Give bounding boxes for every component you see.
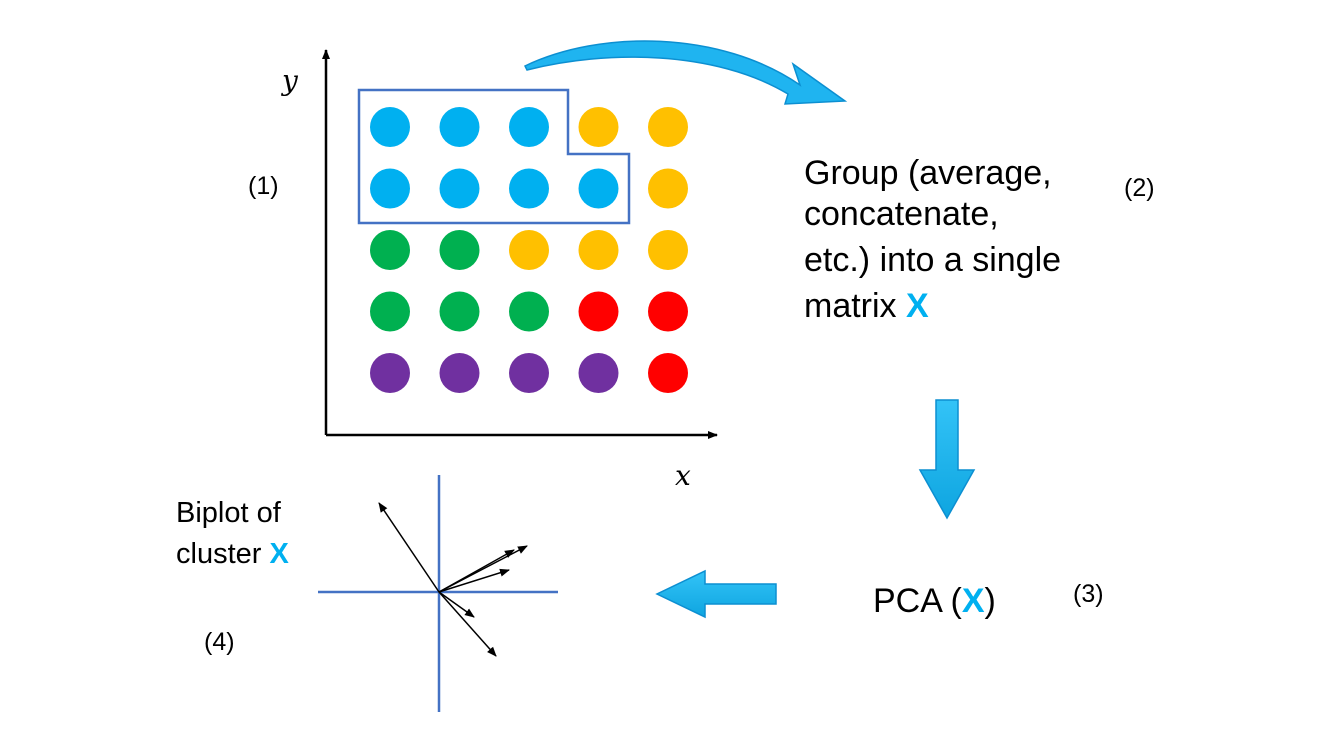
left-arrow (655, 569, 777, 619)
biplot-caption: Biplot of cluster X (176, 497, 289, 570)
dot-purple (578, 353, 619, 393)
group-text-line2: concatenate, (804, 195, 999, 233)
dot-green (439, 230, 480, 270)
dot-orange (578, 230, 619, 270)
biplot (318, 475, 558, 712)
step-label-3: (3) (1073, 580, 1104, 608)
group-text-line1: Group (average, (804, 154, 1052, 192)
pca-text-suffix: ) (985, 582, 996, 620)
dot-green (509, 291, 549, 332)
group-text-matrix-symbol: X (906, 287, 929, 325)
dot-orange (509, 230, 549, 270)
biplot-loading-vector (438, 591, 475, 618)
dot-orange (648, 230, 688, 270)
curved-arrow-to-group (523, 40, 848, 105)
dot-green (439, 291, 480, 332)
pca-text-prefix: PCA ( (873, 582, 962, 620)
dot-purple (439, 353, 480, 393)
dot-blue (578, 168, 619, 209)
biplot-loading-vector (378, 502, 440, 593)
down-arrow (918, 399, 976, 520)
dot-green (370, 291, 410, 332)
dot-purple (370, 353, 410, 393)
biplot-caption-cluster-word: cluster (176, 538, 269, 570)
dot-blue (439, 107, 480, 147)
dot-red (648, 291, 688, 332)
pca-text: PCA (X) (873, 582, 996, 620)
biplot-loading-vector (438, 591, 497, 657)
biplot-loading-vector (438, 568, 510, 593)
step-label-2: (2) (1124, 174, 1155, 202)
group-text-line3: etc.) into a single (804, 241, 1061, 279)
scatter-axes: y x (280, 49, 718, 492)
group-text-matrix-word: matrix (804, 287, 906, 325)
biplot-loading-vector (438, 549, 515, 593)
dot-blue (509, 168, 549, 209)
y-axis-label: y (280, 64, 299, 97)
dot-orange (648, 107, 688, 147)
biplot-caption-symbol: X (269, 538, 289, 570)
cluster-selection-outline (357, 88, 631, 225)
dot-purple (509, 353, 549, 393)
pca-text-symbol: X (962, 582, 985, 620)
dot-blue (370, 168, 410, 209)
dot-green (370, 230, 410, 270)
step-label-4: (4) (204, 628, 235, 656)
group-text-line4: matrix X (804, 287, 929, 325)
dot-grid (370, 107, 688, 393)
dot-blue (509, 107, 549, 147)
dot-blue (439, 168, 480, 209)
dot-red (648, 353, 688, 393)
dot-orange (578, 107, 619, 147)
x-axis-label: x (675, 459, 691, 492)
dot-blue (370, 107, 410, 147)
biplot-caption-line2: cluster X (176, 538, 289, 570)
biplot-caption-line1: Biplot of (176, 497, 282, 529)
group-description: Group (average, concatenate, etc.) into … (804, 154, 1061, 325)
step-label-1: (1) (248, 172, 279, 200)
dot-orange (648, 168, 688, 209)
dot-red (578, 291, 619, 332)
